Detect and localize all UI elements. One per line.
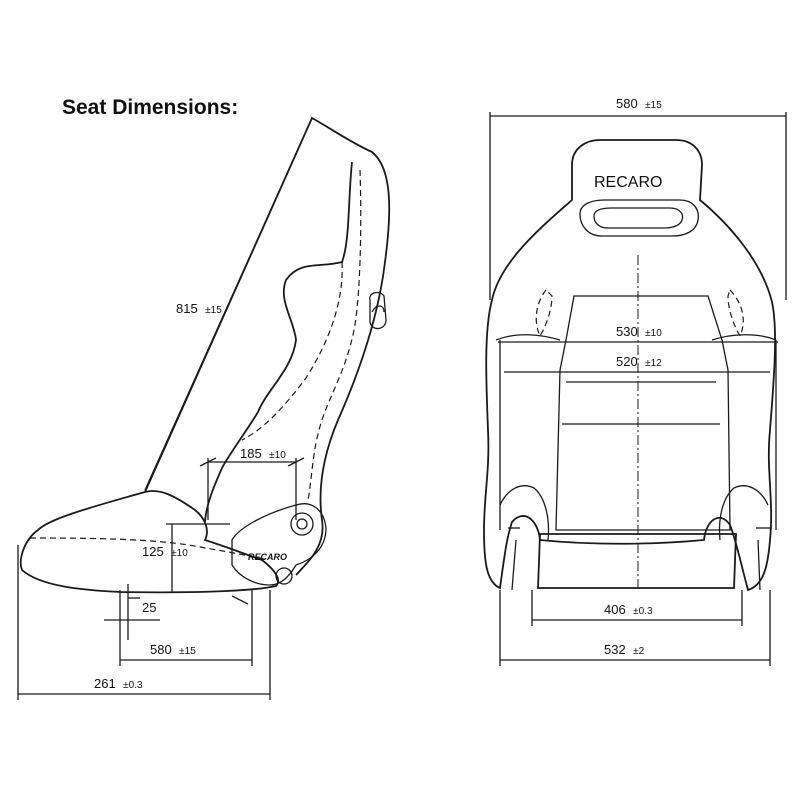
back-center-panel: [555, 295, 731, 531]
side-backrest-outline: [144, 116, 391, 576]
back-logo: RECARO: [594, 174, 662, 191]
recline-knob: [369, 291, 387, 330]
label-seat-depth: 185 ±10: [240, 445, 286, 462]
label-hip-height: 125 ±10: [142, 543, 188, 560]
side-logo: RECARO: [248, 552, 287, 562]
harness-slot: [579, 199, 699, 237]
side-backrest-inner: [307, 169, 362, 501]
front-view: RECARO: [483, 112, 787, 666]
label-cushion-width: 406 ±0.3: [604, 601, 653, 618]
label-overall-depth: 261 ±0.3: [94, 675, 143, 692]
label-mount-offset: 25: [142, 600, 156, 615]
side-backrest-front: [204, 161, 353, 523]
lower-pivot-circle: [275, 567, 293, 585]
side-seat-cushion: [19, 490, 280, 594]
left-belt-guide: [535, 289, 553, 338]
right-belt-guide: [727, 288, 744, 338]
label-inner-width: 520 ±12: [616, 353, 662, 370]
page-title: Seat Dimensions:: [62, 96, 239, 119]
side-view: RECARO: [17, 116, 391, 700]
dim-line-815: [144, 117, 313, 491]
label-base-width: 532 ±2: [604, 641, 645, 658]
pivot-circle: [290, 512, 314, 536]
label-mount-length: 580 ±15: [150, 641, 196, 658]
front-seat-cushion: [537, 533, 737, 589]
label-shoulder-width: 530 ±10: [616, 323, 662, 340]
side-mechanism: [231, 503, 327, 586]
label-backrest-height: 815 ±15: [176, 300, 222, 317]
label-overall-width: 580 ±15: [616, 95, 662, 112]
